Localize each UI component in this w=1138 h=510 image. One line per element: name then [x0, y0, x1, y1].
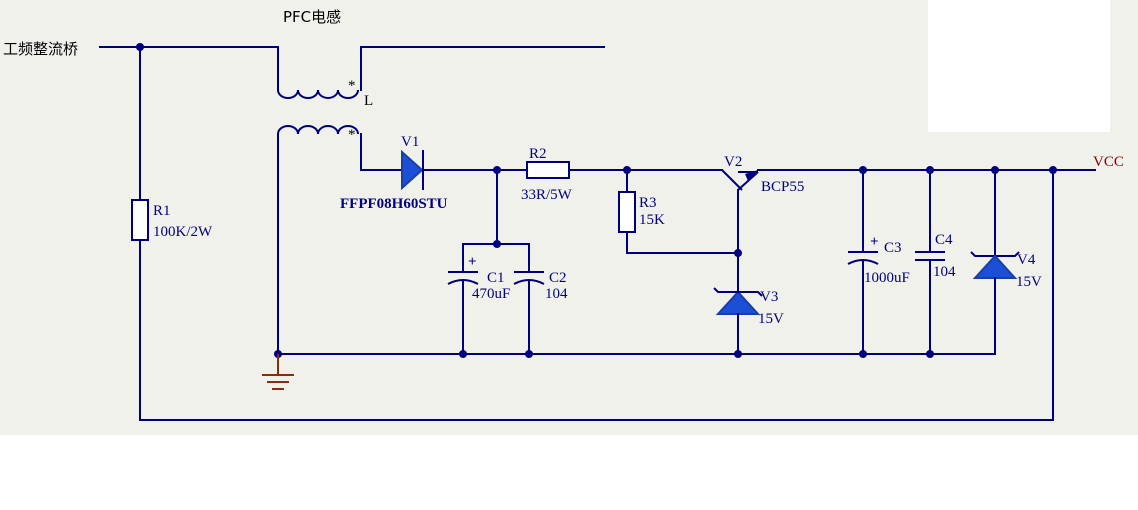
- dot-mark-secondary: *: [348, 127, 356, 143]
- input-label: 工频整流桥: [3, 40, 78, 58]
- v4-value-label: 15V: [1016, 274, 1042, 290]
- v3-ref-label: V3: [760, 289, 778, 305]
- vcc-label: VCC: [1093, 154, 1124, 170]
- pfc-inductor-secondary: [277, 125, 401, 355]
- r1-ref-label: R1: [153, 203, 171, 219]
- c3-polarity-mark: +: [870, 234, 879, 250]
- ground-symbol: [262, 354, 294, 390]
- junction-dot: [859, 350, 867, 358]
- r2-value-label: 33R/5W: [521, 187, 573, 203]
- capacitor-c2: [513, 271, 545, 355]
- v2-value-label: BCP55: [761, 179, 804, 195]
- r3-value-label: 15K: [639, 212, 665, 228]
- v1-value-label: FFPF08H60STU: [340, 196, 448, 212]
- c4-value-label: 104: [933, 264, 956, 280]
- v1-ref-label: V1: [401, 134, 419, 150]
- resistor-r3: [618, 169, 739, 254]
- capacitor-c3: [847, 169, 879, 355]
- resistor-r1: [131, 46, 149, 421]
- c2-value-label: 104: [545, 286, 568, 302]
- r3-ref-label: R3: [639, 195, 657, 211]
- blank-region: [928, 0, 1110, 132]
- junction-dot: [493, 240, 501, 248]
- c1-polarity-mark: +: [468, 254, 477, 270]
- c3-value-label: 1000uF: [864, 270, 910, 286]
- dot-mark-primary: *: [348, 78, 356, 94]
- diode-v1: [401, 149, 528, 191]
- c2-ref-label: C2: [549, 270, 567, 286]
- pfc-inductor-primary: [277, 46, 605, 99]
- resistor-r2: [526, 161, 723, 179]
- v2-ref-label: V2: [724, 154, 742, 170]
- junction-dot: [859, 166, 867, 174]
- junction-dot: [926, 166, 934, 174]
- inductor-title-label: PFC电感: [283, 8, 341, 26]
- junction-dot: [991, 166, 999, 174]
- v3-value-label: 15V: [758, 311, 784, 327]
- junction-dot: [734, 350, 742, 358]
- zener-v4: [970, 169, 1020, 355]
- v4-ref-label: V4: [1017, 252, 1036, 268]
- r1-value-label: 100K/2W: [153, 224, 213, 240]
- c4-ref-label: C4: [935, 232, 953, 248]
- junction-dot: [459, 350, 467, 358]
- zener-v3: [713, 287, 763, 355]
- junction-dot: [734, 249, 742, 257]
- feedback-wire: [139, 169, 1054, 421]
- c1-value-label: 470uF: [472, 286, 510, 302]
- capacitor-c1: [447, 271, 479, 355]
- junction-dot: [525, 350, 533, 358]
- junction-dot: [926, 350, 934, 358]
- c1-ref-label: C1: [487, 270, 505, 286]
- c3-ref-label: C3: [884, 240, 902, 256]
- r2-ref-label: R2: [529, 146, 547, 162]
- inductor-ref-label: L: [364, 93, 373, 109]
- capacitor-c4: [915, 169, 945, 355]
